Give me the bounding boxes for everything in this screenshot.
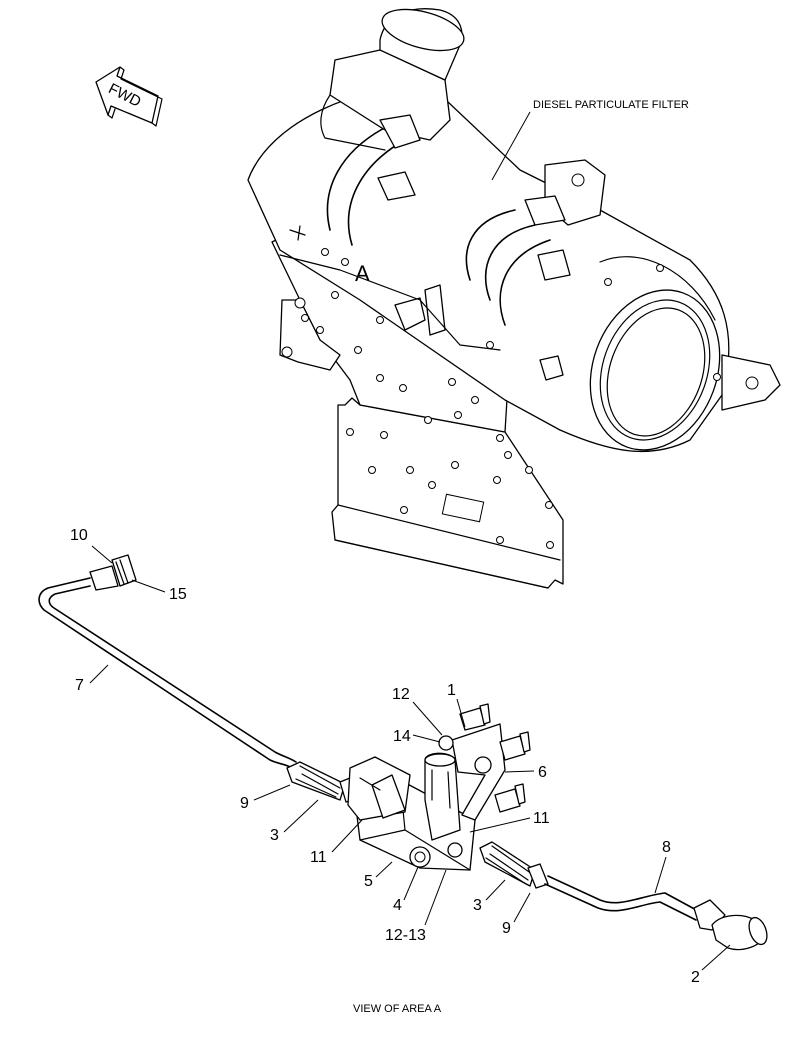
dpf-label: DIESEL PARTICULATE FILTER	[533, 99, 689, 111]
part-label-5: 5	[364, 873, 373, 890]
part-label-3-right: 3	[473, 897, 482, 914]
part-label-8: 8	[662, 839, 671, 856]
tube-7	[38, 577, 297, 769]
part-labels: 10 15 7 9 3 11 5 4 12-13 12 1 14 6 11 8 …	[70, 527, 731, 986]
part-label-11-left: 11	[310, 849, 327, 866]
part-label-1: 1	[447, 682, 456, 699]
part-label-14: 14	[393, 728, 411, 745]
part-label-11-right: 11	[533, 810, 550, 827]
dpf-assembly	[247, 8, 781, 589]
part-label-6: 6	[538, 764, 547, 781]
part-label-2: 2	[691, 969, 700, 986]
part-label-12-13: 12-13	[385, 927, 426, 944]
part-label-9-left: 9	[240, 795, 249, 812]
elbow-2	[693, 899, 768, 951]
bracket-6	[438, 703, 531, 821]
part-label-15: 15	[169, 586, 187, 603]
area-a-label: A	[355, 261, 370, 286]
part-label-3-left: 3	[270, 827, 279, 844]
fwd-arrow-icon: FWD	[95, 66, 163, 127]
manifold-5	[347, 752, 476, 871]
part-label-4: 4	[393, 897, 402, 914]
tube-8	[544, 875, 701, 921]
hose-3-left	[286, 761, 359, 803]
part-label-7: 7	[75, 677, 84, 694]
part-label-12: 12	[392, 686, 410, 703]
plate-holes	[301, 248, 721, 549]
view-caption: VIEW OF AREA A	[353, 1003, 442, 1015]
hose-3-right	[479, 841, 549, 889]
dpf-leader	[491, 111, 531, 181]
fitting-10	[89, 554, 137, 591]
part-label-9-right: 9	[502, 920, 511, 937]
part-label-10: 10	[70, 527, 88, 544]
